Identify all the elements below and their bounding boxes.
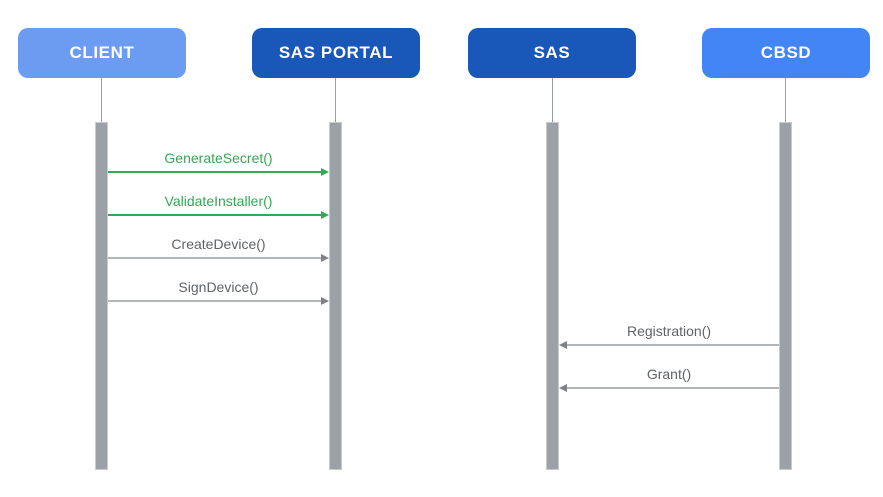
message-label: GenerateSecret() [164, 150, 273, 166]
arrowhead-left-icon [559, 384, 567, 392]
arrow-line [567, 344, 779, 346]
arrow-line [108, 171, 322, 173]
arrowhead-left-icon [559, 341, 567, 349]
lifeline-sas [552, 78, 553, 122]
activation-bar-client [95, 122, 108, 470]
actor-box-cbsd: CBSD [702, 28, 870, 78]
arrow-line [108, 300, 322, 302]
arrow-line [108, 214, 322, 216]
message-label: Grant() [646, 366, 692, 382]
arrowhead-right-icon [321, 254, 329, 262]
activation-bar-sas [546, 122, 559, 470]
arrow-line [567, 387, 779, 389]
activation-bar-cbsd [779, 122, 792, 470]
activation-bar-sas-portal [329, 122, 342, 470]
arrowhead-right-icon [321, 168, 329, 176]
message-label: SignDevice() [178, 279, 259, 295]
lifeline-client [101, 78, 102, 122]
message-label: CreateDevice() [171, 236, 266, 252]
arrow-line [108, 257, 322, 259]
lifeline-sas-portal [335, 78, 336, 122]
message-label: ValidateInstaller() [164, 193, 273, 209]
arrowhead-right-icon [321, 211, 329, 219]
arrowhead-right-icon [321, 297, 329, 305]
actor-box-client: CLIENT [18, 28, 186, 78]
message-label: Registration() [626, 323, 712, 339]
actor-box-sas-portal: SAS PORTAL [252, 28, 420, 78]
actor-box-sas: SAS [468, 28, 636, 78]
lifeline-cbsd [785, 78, 786, 122]
